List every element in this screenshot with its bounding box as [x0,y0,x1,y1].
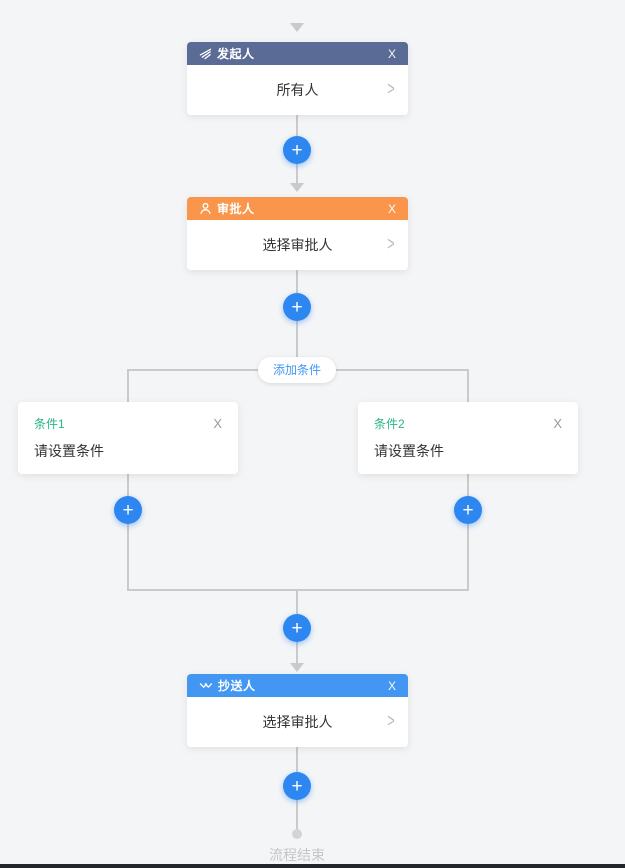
branch-bottom-line [127,589,469,591]
initiator-node-body[interactable]: 所有人 > [187,65,408,115]
condition-card-2[interactable]: 条件2 X 请设置条件 [358,402,578,474]
arrow-down-icon [290,183,304,192]
flow-line [296,591,298,614]
cc-node-title: 抄送人 [218,679,256,693]
approver-node-title: 审批人 [217,202,255,216]
approver-node-header: 审批人 X [187,197,408,220]
flow-line [296,270,298,293]
end-dot [292,829,302,839]
cc-node-body[interactable]: 选择审批人 > [187,697,408,747]
branch-left-line [127,369,129,591]
branch-right-line [467,369,469,591]
initiator-node-header: 发起人 X [187,42,408,65]
condition-2-title: 条件2 [374,417,405,431]
flow-line [296,800,298,830]
user-icon [199,202,212,215]
condition-2-value: 请设置条件 [374,443,444,459]
add-node-button[interactable]: + [283,614,311,642]
send-icon [199,47,212,60]
cc-node-header: 抄送人 X [187,674,408,697]
arrow-down-icon [290,23,304,32]
approver-node-body[interactable]: 选择审批人 > [187,220,408,270]
arrow-down-icon [290,663,304,672]
chevron-right-icon: > [387,232,395,255]
chevron-right-icon: > [387,709,395,732]
condition-1-title: 条件1 [34,417,65,431]
add-node-button[interactable]: + [283,136,311,164]
chevron-right-icon: > [387,77,395,100]
add-node-button[interactable]: + [283,293,311,321]
flow-line [296,115,298,136]
approver-node-card[interactable]: 审批人 X 选择审批人 > [187,197,408,270]
cc-node-value: 选择审批人 [262,714,333,730]
flow-line [296,747,298,772]
add-node-button[interactable]: + [114,496,142,524]
close-icon[interactable]: X [553,416,562,431]
initiator-node-value: 所有人 [276,82,319,98]
close-icon[interactable]: X [387,201,396,216]
flow-line [296,164,298,184]
condition-card-1[interactable]: 条件1 X 请设置条件 [18,402,238,474]
add-node-button[interactable]: + [283,772,311,800]
initiator-node-title: 发起人 [217,47,255,61]
initiator-node-card[interactable]: 发起人 X 所有人 > [187,42,408,115]
close-icon[interactable]: X [213,416,222,431]
condition-1-value: 请设置条件 [34,443,104,459]
approver-node-value: 选择审批人 [262,237,333,253]
end-label: 流程结束 [269,847,325,863]
close-icon[interactable]: X [387,46,396,61]
window-bottom-edge [0,864,625,868]
cc-node-card[interactable]: 抄送人 X 选择审批人 > [187,674,408,747]
flow-line [296,642,298,664]
close-icon[interactable]: X [387,678,396,693]
add-node-button[interactable]: + [454,496,482,524]
add-condition-button[interactable]: 添加条件 [257,357,337,383]
heart-check-icon [199,679,213,692]
flow-line [296,321,298,370]
